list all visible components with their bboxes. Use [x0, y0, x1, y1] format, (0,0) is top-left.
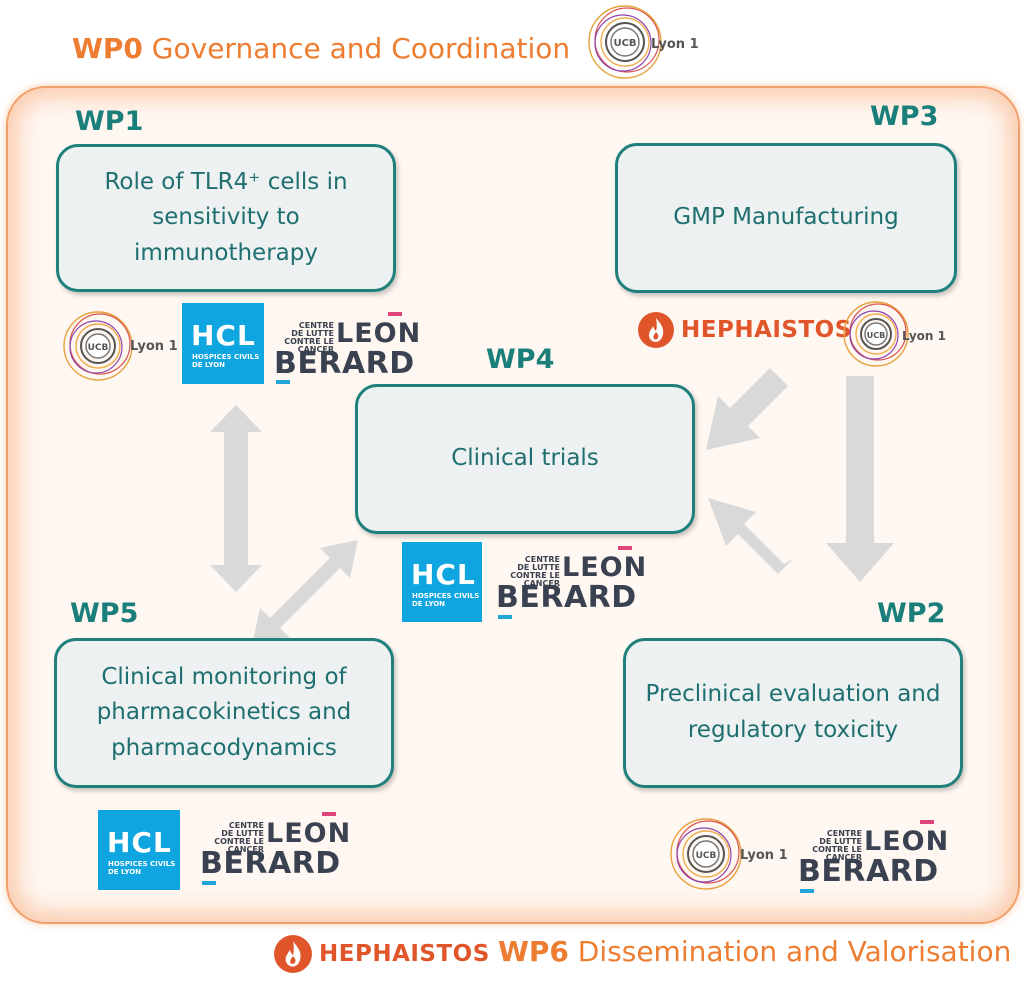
lyon1-label: Lyon 1 — [130, 339, 178, 354]
wp2-label: WP2 — [877, 598, 946, 629]
lyon1-logo: UCB Lyon 1 — [670, 818, 788, 890]
hcl-main: HCL — [107, 826, 172, 859]
clb-blue-bar — [800, 889, 814, 893]
hcl-main: HCL — [411, 558, 476, 591]
wp3-box: GMP Manufacturing — [615, 143, 957, 293]
clb-pink-bar — [322, 812, 336, 816]
clb-leon: LEON — [266, 818, 352, 849]
lyon1-rings-icon — [670, 818, 742, 890]
lyon1-logo: UCB Lyon 1 — [843, 301, 946, 367]
wp0-code: WP0 — [72, 32, 143, 65]
clb-leon: LEON — [562, 552, 648, 583]
clb-leon: LEON — [336, 318, 422, 349]
centre-leon-berard-logo: CENTRE DE LUTTE CONTRE LE CANCER LEON BE… — [494, 546, 646, 621]
lyon1-logo: UCB Lyon 1 — [63, 311, 178, 381]
hcl-logo: HCL HOSPICES CIVILS DE LYON — [402, 542, 482, 622]
clb-centre-2: DE LUTTE — [517, 563, 560, 572]
clb-centre-1: CENTRE — [826, 829, 862, 838]
wp1-label: WP1 — [75, 106, 144, 137]
wp3-text: GMP Manufacturing — [673, 204, 899, 231]
clb-berard: BERARD — [200, 846, 341, 881]
hcl-sub-2: DE LYON — [192, 361, 226, 369]
clb-berard: BERARD — [496, 580, 637, 615]
wp0-text: Governance and Coordination — [151, 32, 571, 65]
hephaistos-text: HEPHAISTOS — [319, 941, 490, 967]
lyon1-rings-icon — [63, 311, 133, 381]
lyon1-badge: UCB — [613, 38, 636, 49]
hcl-sub-1: HOSPICES CIVILS — [108, 860, 176, 868]
hcl-sub-2: DE LYON — [412, 600, 446, 608]
lyon1-label: Lyon 1 — [651, 37, 699, 52]
hephaistos-logo: HEPHAISTOS — [273, 934, 490, 974]
clb-berard: BERARD — [798, 854, 939, 889]
wp6-title: WP6 Dissemination and Valorisation — [498, 935, 1011, 968]
wp4-text: Clinical trials — [451, 445, 599, 472]
clb-centre-1: CENTRE — [298, 321, 334, 330]
centre-leon-berard-logo: CENTRE DE LUTTE CONTRE LE CANCER LEON BE… — [198, 812, 350, 887]
lyon1-badge: UCB — [696, 851, 717, 861]
clb-centre-3: CONTRE LE CANCER — [812, 845, 862, 862]
wp4-label: WP4 — [486, 344, 555, 375]
clb-centre-3: CONTRE LE CANCER — [214, 837, 264, 854]
clb-centre-3: CONTRE LE CANCER — [284, 337, 334, 354]
lyon1-logo: UCB Lyon 1 — [588, 5, 699, 79]
wp5-label: WP5 — [70, 598, 139, 629]
clb-blue-bar — [498, 615, 512, 619]
clb-centre-2: DE LUTTE — [819, 837, 862, 846]
clb-pink-bar — [920, 820, 934, 824]
centre-leon-berard-logo: CENTRE DE LUTTE CONTRE LE CANCER LEON BE… — [272, 312, 420, 387]
lyon1-badge: UCB — [867, 331, 885, 340]
hephaistos-logo: HEPHAISTOS — [637, 311, 852, 349]
hephaistos-flame-icon — [274, 935, 312, 973]
hephaistos-flame-icon — [638, 312, 674, 348]
clb-leon: LEON — [864, 826, 950, 857]
lyon1-label: Lyon 1 — [902, 329, 946, 343]
clb-pink-bar — [618, 546, 632, 550]
clb-pink-bar — [388, 312, 402, 316]
clb-blue-bar — [276, 380, 290, 384]
wp5-text: Clinical monitoring of pharmacokinetics … — [96, 663, 352, 761]
clb-centre-1: CENTRE — [228, 821, 264, 830]
lyon1-label: Lyon 1 — [740, 848, 788, 863]
clb-blue-bar — [202, 881, 216, 885]
centre-leon-berard-logo: CENTRE DE LUTTE CONTRE LE CANCER LEON BE… — [796, 820, 948, 895]
wp1-box: Role of TLR4⁺ cells in sensitivity to im… — [56, 144, 396, 292]
hcl-logo: HCL HOSPICES CIVILS DE LYON — [182, 303, 264, 384]
clb-centre-1: CENTRE — [524, 555, 560, 564]
clb-centre-2: DE LUTTE — [291, 329, 334, 338]
wp3-label: WP3 — [870, 101, 939, 132]
wp4-box: Clinical trials — [355, 384, 695, 534]
lyon1-badge: UCB — [88, 343, 109, 353]
wp1-text: Role of TLR4⁺ cells in sensitivity to im… — [104, 168, 348, 266]
hcl-sub-1: HOSPICES CIVILS — [412, 592, 480, 600]
wp6-text: Dissemination and Valorisation — [577, 935, 1012, 968]
wp0-title: WP0 Governance and Coordination — [72, 32, 570, 65]
hcl-logo: HCL HOSPICES CIVILS DE LYON — [98, 810, 180, 890]
lyon1-rings-icon — [588, 5, 662, 79]
wp2-box: Preclinical evaluation and regulatory to… — [623, 638, 963, 788]
lyon1-rings-icon — [843, 301, 909, 367]
clb-centre-3: CONTRE LE CANCER — [510, 571, 560, 588]
hephaistos-text: HEPHAISTOS — [681, 317, 852, 343]
hcl-main: HCL — [191, 319, 256, 352]
hcl-sub-1: HOSPICES CIVILS — [192, 353, 260, 361]
wp5-box: Clinical monitoring of pharmacokinetics … — [54, 638, 394, 788]
clb-centre-2: DE LUTTE — [221, 829, 264, 838]
wp2-text: Preclinical evaluation and regulatory to… — [645, 681, 941, 743]
wp6-code: WP6 — [498, 935, 569, 968]
hcl-sub-2: DE LYON — [108, 868, 142, 876]
clb-berard: BERARD — [274, 346, 415, 381]
